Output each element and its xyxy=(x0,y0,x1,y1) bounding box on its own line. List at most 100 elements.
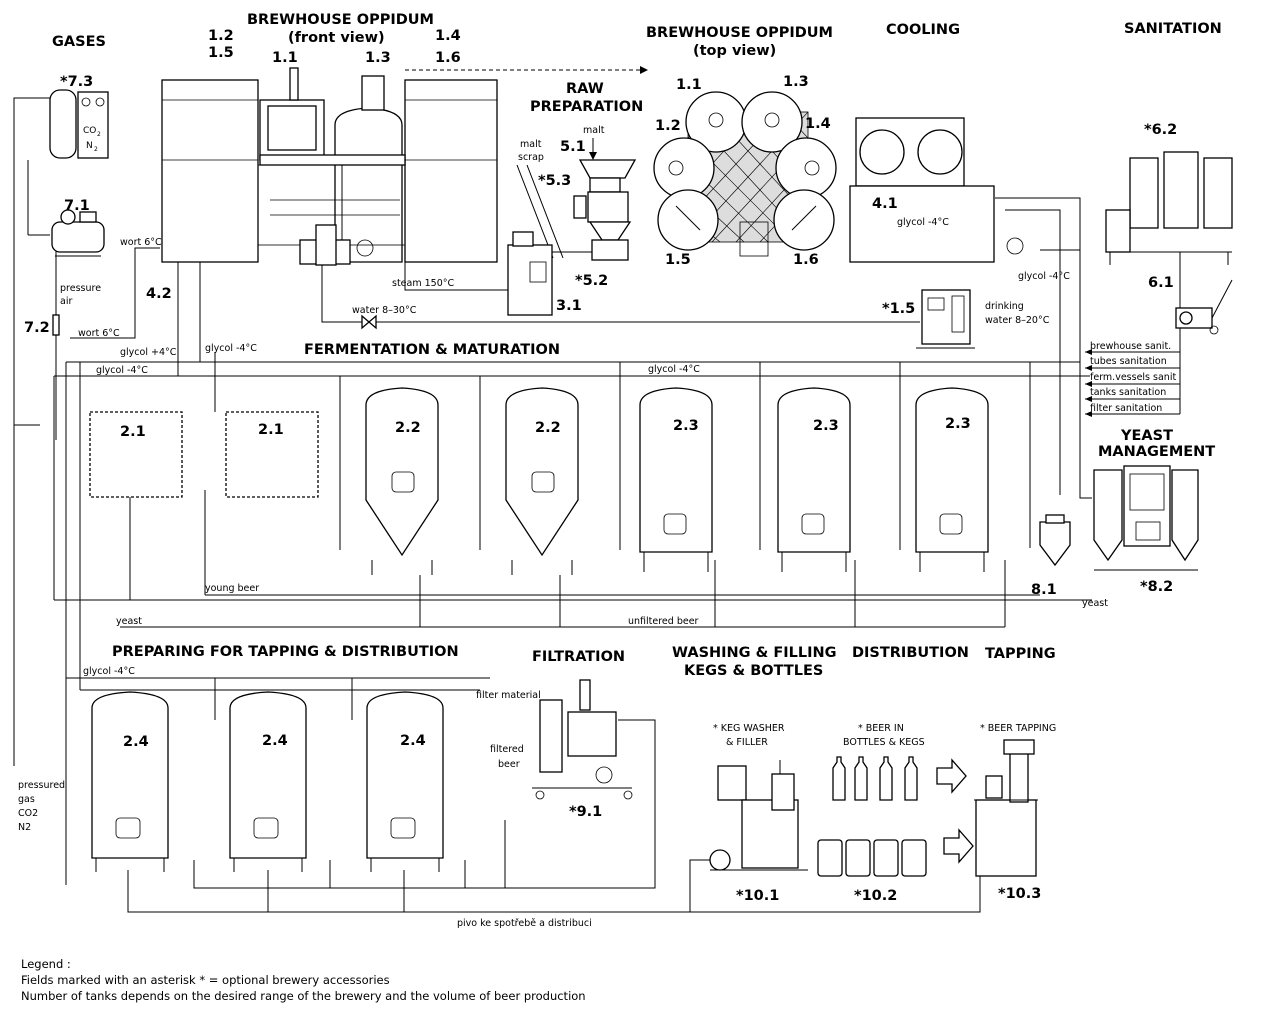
label-6-1: 6.1 xyxy=(1148,275,1174,291)
regulator-7-2 xyxy=(52,314,60,336)
label-4-2: 4.2 xyxy=(146,286,172,302)
label-1-5-star: *1.5 xyxy=(882,301,915,317)
heading-brewhouse-front: BREWHOUSE OPPIDUM xyxy=(247,12,434,28)
beer-tapping-10-3 xyxy=(974,739,1038,877)
pipe-network xyxy=(13,66,1181,913)
pressure-air-label: pressure xyxy=(60,283,101,294)
malt-scrap-label-2: scrap xyxy=(518,152,544,163)
heading-tapping: TAPPING xyxy=(985,646,1056,662)
bottles-and-kegs-10-2 xyxy=(817,756,974,877)
brewhouse-top-view xyxy=(653,91,837,257)
malt-label: malt xyxy=(583,125,605,136)
heading-brewhouse-top-sub: (top view) xyxy=(693,43,776,59)
heading-yeast-management: MANAGEMENT xyxy=(1098,444,1215,460)
label-4-1: 4.1 xyxy=(872,196,898,212)
label-2-2-b: 2.2 xyxy=(535,420,561,436)
filter-material-label: filter material xyxy=(476,690,541,701)
label-7-3: *7.3 xyxy=(60,74,93,90)
label-8-2: *8.2 xyxy=(1140,579,1173,595)
yeast-station-8-2 xyxy=(1093,465,1199,571)
heading-raw-preparation: PREPARATION xyxy=(530,99,643,115)
label-1-1: 1.1 xyxy=(272,50,298,66)
top-label-1-2: 1.2 xyxy=(655,118,681,134)
sanitation-tanks: tanks sanitation xyxy=(1090,387,1166,398)
glycol-minus4-label-c: glycol -4°C xyxy=(648,364,700,375)
steam-label: steam 150°C xyxy=(392,278,454,289)
water-unit-1-5 xyxy=(916,289,975,349)
label-5-1: 5.1 xyxy=(560,139,586,155)
cylindroconical-tanks-2-2 xyxy=(365,387,579,575)
filter-9-1 xyxy=(532,679,633,800)
label-10-3: *10.3 xyxy=(998,886,1041,902)
yeast-label-left: yeast xyxy=(116,616,142,627)
heading-preparing: PREPARING FOR TAPPING & DISTRIBUTION xyxy=(112,644,459,660)
heading-brewhouse-top: BREWHOUSE OPPIDUM xyxy=(646,25,833,41)
heading-raw: RAW xyxy=(566,81,604,97)
label-7-2: 7.2 xyxy=(24,320,50,336)
bright-beer-tanks-2-4 xyxy=(91,691,444,872)
unfiltered-beer-label: unfiltered beer xyxy=(628,616,699,627)
beer-tapping-label: * BEER TAPPING xyxy=(980,723,1056,734)
label-2-3-b: 2.3 xyxy=(813,418,839,434)
filtered-beer-label-2: beer xyxy=(498,759,520,770)
compressor-7-1 xyxy=(51,209,105,257)
heading-sanitation: SANITATION xyxy=(1124,21,1222,37)
glycol-plus4-label: glycol +4°C xyxy=(120,347,177,358)
drinking-water-label: drinking xyxy=(985,301,1024,312)
n2-subscript: 2 xyxy=(94,146,98,153)
pressured-gas-label-4: N2 xyxy=(18,822,31,833)
label-3-1: 3.1 xyxy=(556,298,582,314)
maturation-tanks-2-3 xyxy=(639,387,989,572)
heading-filtration: FILTRATION xyxy=(532,649,625,665)
label-5-2: *5.2 xyxy=(575,273,608,289)
sanitation-tubes: tubes sanitation xyxy=(1090,356,1167,367)
label-6-2: *6.2 xyxy=(1144,122,1177,138)
brewhouse-front-view xyxy=(161,67,498,266)
label-1-2: 1.2 xyxy=(208,28,234,44)
label-7-1: 7.1 xyxy=(64,198,90,214)
heading-cooling: COOLING xyxy=(886,22,960,38)
top-label-1-4: 1.4 xyxy=(805,116,831,132)
sanitation-station-6-2 xyxy=(1105,151,1233,265)
label-1-6: 1.6 xyxy=(435,50,461,66)
label-1-3: 1.3 xyxy=(365,50,391,66)
sanitation-brewhouse: brewhouse sanit. xyxy=(1090,341,1171,352)
water-label: water 8–30°C xyxy=(352,305,417,316)
legend-title: Legend : xyxy=(21,957,71,971)
label-2-4-a: 2.4 xyxy=(123,734,149,750)
wort-label-bottom: wort 6°C xyxy=(78,328,120,339)
label-1-5: 1.5 xyxy=(208,45,234,61)
top-label-1-6: 1.6 xyxy=(793,252,819,268)
label-2-2-a: 2.2 xyxy=(395,420,421,436)
keg-washer-label-2: & FILLER xyxy=(726,737,768,748)
label-5-3: *5.3 xyxy=(538,173,571,189)
water-valve xyxy=(361,314,377,330)
label-10-2: *10.2 xyxy=(854,888,897,904)
sanitation-pump-6-1 xyxy=(1175,279,1233,335)
pressured-gas-label-3: CO2 xyxy=(18,808,38,819)
heading-distribution: DISTRIBUTION xyxy=(852,645,969,661)
steam-generator-3-1 xyxy=(507,231,553,316)
glycol-minus4-label-d: glycol -4°C xyxy=(83,666,135,677)
n2-label: N xyxy=(86,141,93,151)
co2-subscript: 2 xyxy=(97,131,101,138)
filtered-beer-label: filtered xyxy=(490,744,524,755)
pressured-gas-label: pressured xyxy=(18,780,65,791)
young-beer-label: young beer xyxy=(205,583,259,594)
top-label-1-1: 1.1 xyxy=(676,77,702,93)
pressured-gas-label-2: gas xyxy=(18,794,35,805)
malt-mill-5-2 xyxy=(540,159,637,261)
label-2-3-c: 2.3 xyxy=(945,416,971,432)
heading-brewhouse-front-sub: (front view) xyxy=(288,30,385,46)
open-fermenters-2-1 xyxy=(89,411,319,498)
label-2-1-b: 2.1 xyxy=(258,422,284,438)
beer-in-label: * BEER IN xyxy=(858,723,904,734)
sanitation-ferm-vessels: ferm.vessels sanit xyxy=(1090,372,1176,383)
glycol-minus4-label-b: glycol -4°C xyxy=(96,365,148,376)
keg-washer-label: * KEG WASHER xyxy=(713,723,785,734)
gas-station-7-3: CO 2 N 2 xyxy=(49,89,109,159)
label-1-4: 1.4 xyxy=(435,28,461,44)
heading-washing-sub: KEGS & BOTTLES xyxy=(684,663,823,679)
label-2-1-a: 2.1 xyxy=(120,424,146,440)
